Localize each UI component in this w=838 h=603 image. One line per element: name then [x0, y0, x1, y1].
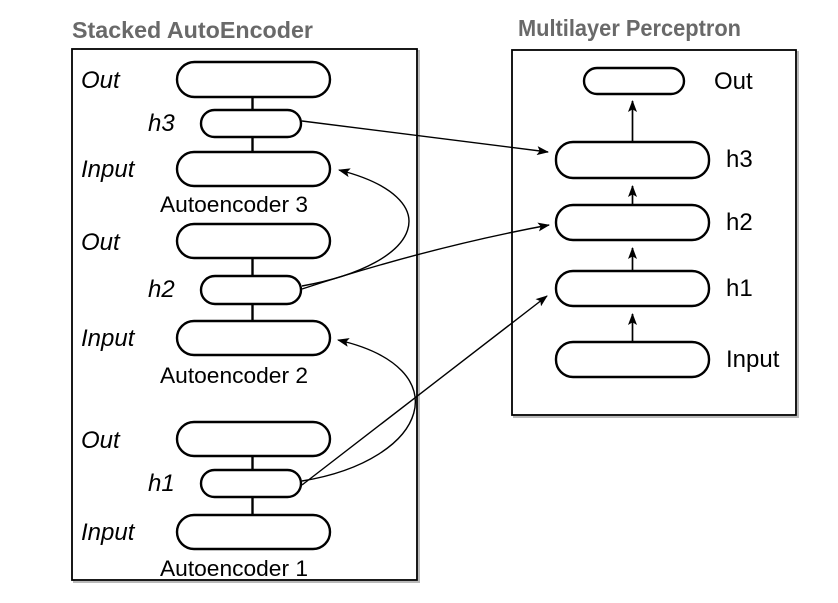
ae3-hidden-node	[199, 108, 303, 139]
ae2-name: Autoencoder 2	[160, 363, 308, 388]
arrow-h1-to-ae2-input	[301, 338, 416, 482]
mlp-input-node	[554, 340, 711, 379]
ae1-out-label: Out	[81, 427, 121, 454]
ae2-out-node	[175, 222, 332, 260]
ae2-hidden-label: h2	[148, 276, 175, 303]
ae3-input-label: Input	[81, 156, 136, 183]
ae1-out-node	[175, 420, 332, 458]
ae1-name: Autoencoder 1	[160, 556, 308, 581]
ae2-hidden-node	[199, 274, 303, 306]
arrow-h2-to-mlp-h2	[301, 222, 550, 290]
ae2-input-node	[175, 319, 332, 357]
ae1-input-node	[175, 513, 332, 551]
ae3-out-node	[175, 60, 332, 99]
mlp-h1-node	[554, 269, 711, 308]
mlp-input-label: Input	[726, 346, 780, 373]
mlp-h3-node	[554, 140, 711, 180]
stacked-autoencoder-title: Stacked AutoEncoder	[72, 17, 313, 43]
ae3-input-node	[175, 150, 332, 188]
ae1-hidden-node	[199, 468, 303, 499]
arrow-h3-to-mlp-h3	[301, 120, 549, 156]
ae2-out-label: Out	[81, 229, 121, 256]
ae3-out-label: Out	[81, 67, 121, 94]
mlp-h1-label: h1	[726, 275, 753, 302]
ae3-name: Autoencoder 3	[160, 192, 308, 217]
ae1-input-label: Input	[81, 519, 136, 546]
ae3-hidden-label: h3	[148, 110, 175, 137]
mlp-h2-node	[554, 203, 711, 242]
ae1-hidden-label: h1	[148, 470, 175, 497]
multilayer-perceptron-title: Multilayer Perceptron	[518, 15, 741, 41]
mlp-h3-label: h3	[726, 146, 753, 173]
ae2-input-label: Input	[81, 325, 136, 352]
mlp-h2-label: h2	[726, 209, 753, 236]
mlp-out-label: Out	[714, 68, 753, 95]
arrow-h1-to-mlp-h1	[301, 295, 548, 486]
mlp-out-node	[582, 66, 686, 96]
